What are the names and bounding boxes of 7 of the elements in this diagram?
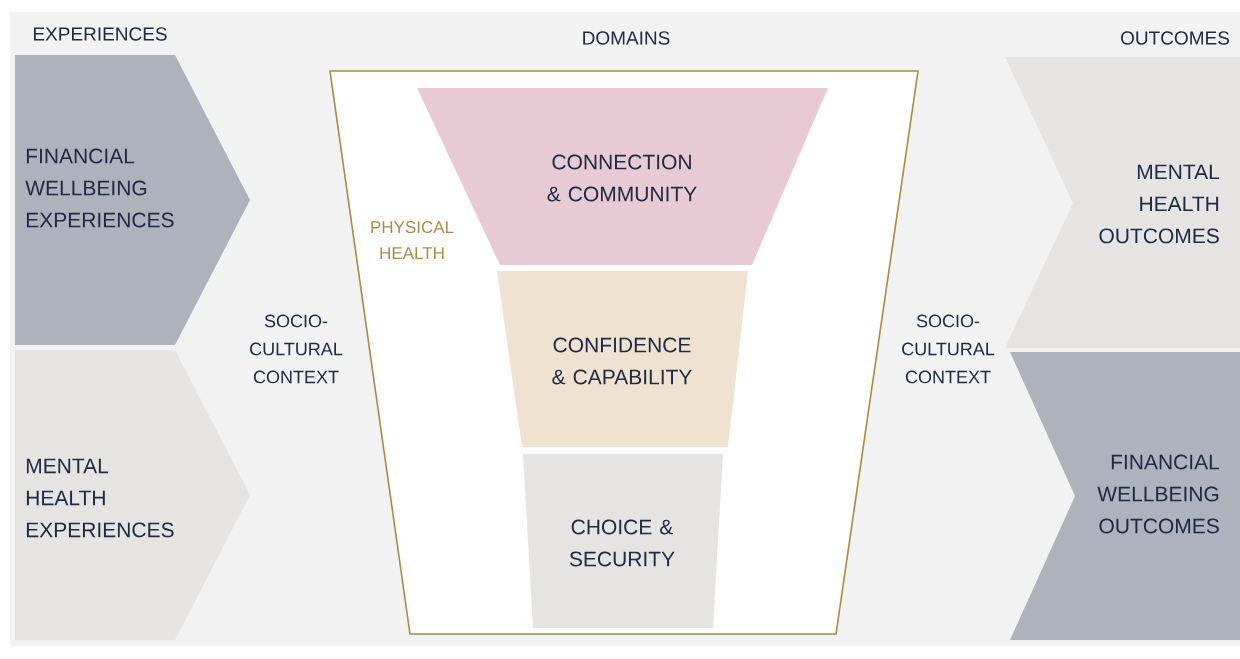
funnel-segment: CONFIDENCE & CAPABILITY	[497, 271, 748, 447]
chevron-box: MENTAL HEALTH EXPERIENCES	[15, 350, 250, 640]
chevron-box: MENTAL HEALTH OUTCOMES	[1005, 57, 1240, 348]
funnel-segment: CHOICE & SECURITY	[523, 454, 723, 628]
column-heading: DOMAINS	[583, 31, 670, 45]
chevron-box: FINANCIAL WELLBEING OUTCOMES	[1010, 352, 1240, 640]
chevron-box: FINANCIAL WELLBEING EXPERIENCES	[15, 55, 250, 345]
